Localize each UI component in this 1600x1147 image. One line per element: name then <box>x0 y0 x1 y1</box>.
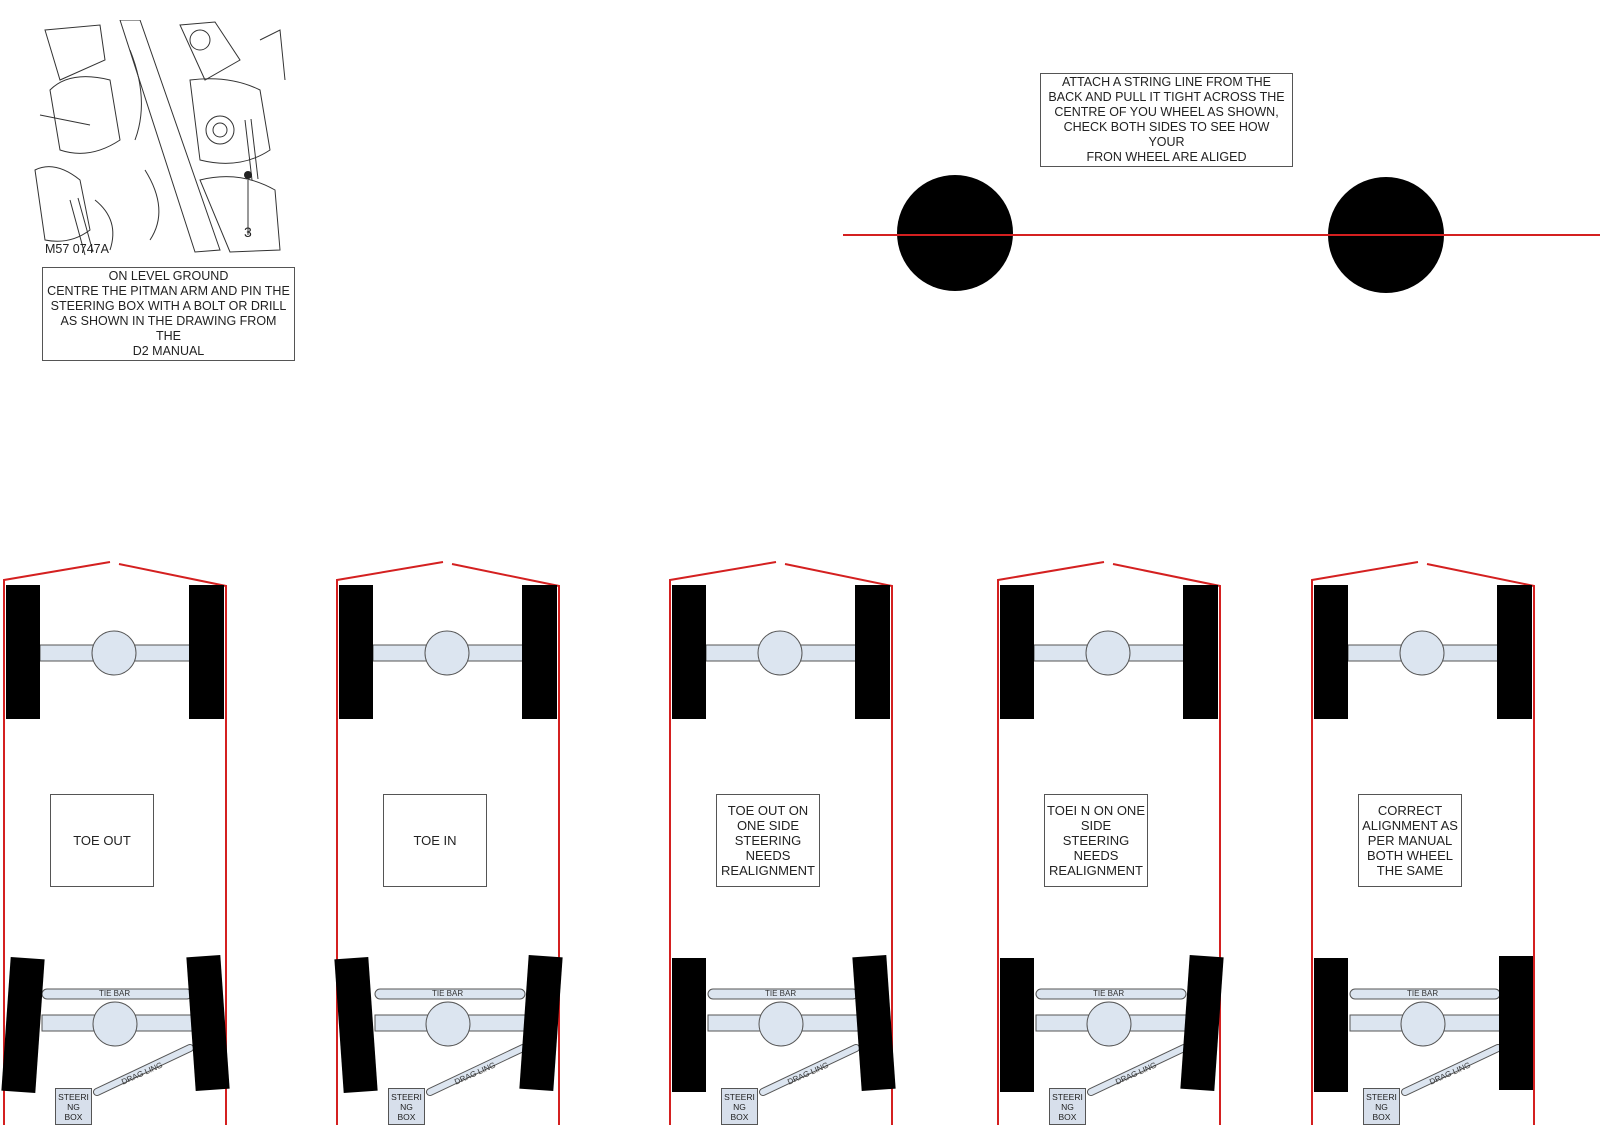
front-left-tyre <box>1 956 45 1094</box>
rear-left-tyre <box>1000 585 1034 719</box>
front-differential <box>758 1001 804 1047</box>
steering-box: STEERI NG BOX <box>388 1088 425 1125</box>
front-right-tyre <box>1180 954 1224 1092</box>
chassis-drawing <box>334 561 563 1125</box>
steering-box: STEERI NG BOX <box>1049 1088 1086 1125</box>
steering-box-label: STEERI NG BOX <box>724 1091 755 1122</box>
rear-right-tyre <box>189 585 224 719</box>
front-differential <box>1400 1001 1446 1047</box>
string-line-diagram <box>843 175 1600 293</box>
rear-right-tyre <box>1183 585 1218 719</box>
rear-right-tyre <box>1497 585 1532 719</box>
rear-differential <box>1399 630 1445 676</box>
pitman-arm-instruction-text: ON LEVEL GROUND CENTRE THE PITMAN ARM AN… <box>47 269 290 358</box>
front-left-tyre <box>334 956 378 1094</box>
alignment-panel-3: TOE OUT ON ONE SIDE STEERING NEEDS REALI… <box>668 550 908 1140</box>
steering-box-label: STEERI NG BOX <box>391 1091 422 1122</box>
front-right-tyre <box>852 954 896 1092</box>
rear-right-tyre <box>855 585 890 719</box>
rear-left-tyre <box>672 585 706 719</box>
alignment-label-text: TOE OUT ON ONE SIDE STEERING NEEDS REALI… <box>721 803 815 878</box>
front-left-tyre <box>1314 958 1348 1092</box>
tie-bar <box>374 988 526 1000</box>
tie-bar-label: TIE BAR <box>1407 989 1439 998</box>
drag-link <box>427 1045 526 1095</box>
chassis-drawing <box>1311 561 1535 1125</box>
rear-right-tyre <box>522 585 557 719</box>
alignment-label: TOE IN <box>383 794 487 887</box>
chassis-drawing <box>669 561 896 1125</box>
alignment-label-text: TOE OUT <box>73 833 131 848</box>
front-left-tyre <box>672 958 706 1092</box>
steering-box: STEERI NG BOX <box>721 1088 758 1125</box>
rear-differential <box>1085 630 1131 676</box>
alignment-label-text: TOE IN <box>413 833 457 848</box>
rear-left-tyre <box>6 585 40 719</box>
drag-link <box>94 1045 193 1095</box>
drag-link <box>1402 1045 1501 1095</box>
string-line-outline <box>3 561 227 1125</box>
tie-bar <box>1035 988 1187 1000</box>
front-right-tyre <box>519 954 563 1092</box>
manual-drawing <box>34 20 286 256</box>
chassis-drawing <box>1 561 230 1125</box>
pitman-arm-instruction: ON LEVEL GROUND CENTRE THE PITMAN ARM AN… <box>42 267 295 361</box>
front-differential <box>425 1001 471 1047</box>
callout-number: 3 <box>244 224 252 240</box>
alignment-label: TOEI N ON ONE SIDE STEERING NEEDS REALIG… <box>1044 794 1148 887</box>
front-differential <box>1086 1001 1132 1047</box>
rear-differential <box>757 630 803 676</box>
alignment-panel-5: CORRECT ALIGNMENT AS PER MANUAL BOTH WHE… <box>1310 550 1550 1140</box>
alignment-panel-4: TOEI N ON ONE SIDE STEERING NEEDS REALIG… <box>996 550 1236 1140</box>
front-left-tyre <box>1000 958 1034 1092</box>
steering-box-label: STEERI NG BOX <box>1052 1091 1083 1122</box>
figure-label: M57 0747A <box>45 242 109 256</box>
string-line-outline <box>669 561 893 1125</box>
tie-bar-label: TIE BAR <box>1093 989 1125 998</box>
tie-bar-label: TIE BAR <box>432 989 464 998</box>
drag-link <box>1088 1045 1187 1095</box>
tie-bar-label: TIE BAR <box>765 989 797 998</box>
rear-differential <box>424 630 470 676</box>
string-line-outline <box>336 561 560 1125</box>
string-line-instruction: ATTACH A STRING LINE FROM THE BACK AND P… <box>1040 73 1293 167</box>
string-line-outline <box>1311 561 1535 1125</box>
alignment-label-text: CORRECT ALIGNMENT AS PER MANUAL BOTH WHE… <box>1362 803 1458 878</box>
alignment-label: TOE OUT ON ONE SIDE STEERING NEEDS REALI… <box>716 794 820 887</box>
rear-left-tyre <box>339 585 373 719</box>
rear-wheel-circle <box>897 175 1013 291</box>
alignment-label: TOE OUT <box>50 794 154 887</box>
rear-differential <box>91 630 137 676</box>
drag-link <box>760 1045 859 1095</box>
front-differential <box>92 1001 138 1047</box>
steering-box-label: STEERI NG BOX <box>1366 1091 1397 1122</box>
rear-left-tyre <box>1314 585 1348 719</box>
alignment-label-text: TOEI N ON ONE SIDE STEERING NEEDS REALIG… <box>1047 803 1145 878</box>
tie-bar-label: TIE BAR <box>99 989 131 998</box>
string-line-outline <box>997 561 1221 1125</box>
string-line-instruction-text: ATTACH A STRING LINE FROM THE BACK AND P… <box>1048 75 1285 164</box>
steering-box: STEERI NG BOX <box>1363 1088 1400 1125</box>
steering-box: STEERI NG BOX <box>55 1088 92 1125</box>
front-right-tyre <box>186 954 230 1092</box>
alignment-label: CORRECT ALIGNMENT AS PER MANUAL BOTH WHE… <box>1358 794 1462 887</box>
chassis-drawing <box>997 561 1224 1125</box>
steering-box-label: STEERI NG BOX <box>58 1091 89 1122</box>
front-right-tyre <box>1499 956 1533 1090</box>
